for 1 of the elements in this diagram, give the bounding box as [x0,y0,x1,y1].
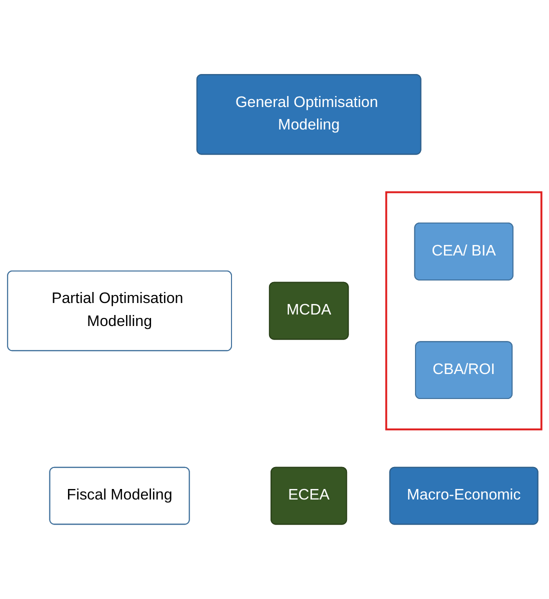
cluster [385,191,542,430]
